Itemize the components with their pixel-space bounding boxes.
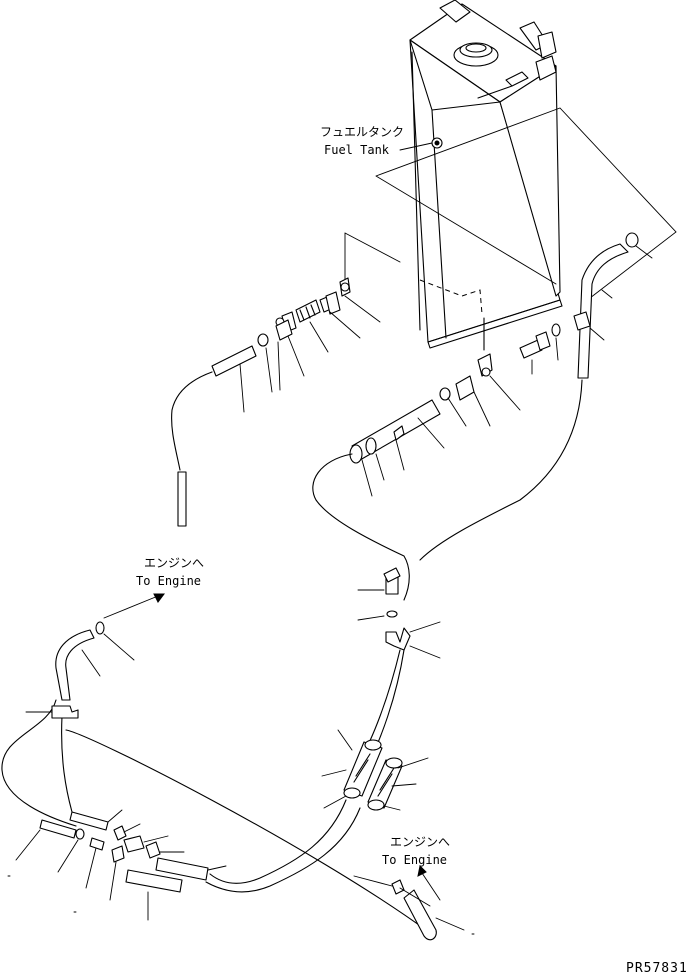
reference-plane-line (375, 107, 677, 299)
to-engine-label-bottom: エンジンへ To Engine (353, 835, 465, 941)
to-engine-bottom-jp: エンジンへ (390, 835, 450, 849)
lower-hoses (205, 649, 429, 893)
middle-clamp (357, 567, 441, 659)
bottom-fittings (15, 809, 227, 921)
drain-hose-end (177, 471, 187, 527)
fuel-tank-label-en: Fuel Tank (324, 143, 390, 157)
to-engine-bottom-en: To Engine (382, 853, 447, 867)
to-engine-top-en: To Engine (136, 574, 201, 588)
tick-marks (7, 875, 475, 935)
drain-hose (171, 371, 213, 471)
drawing-code: PR57831 (626, 961, 688, 976)
return-line-fittings (211, 277, 381, 413)
overflow-hose (419, 232, 653, 561)
fuel-tank-label-jp: フュエルタンク (320, 125, 404, 139)
to-engine-top-jp: エンジンへ (144, 556, 204, 570)
to-engine-label-top: エンジンへ To Engine (136, 556, 204, 588)
fuel-tank-label: フュエルタンク Fuel Tank (320, 125, 433, 157)
left-loop (1, 593, 427, 931)
fuel-tank (409, 0, 563, 351)
fuel-filter-assembly (312, 353, 521, 601)
hose-reference-line (344, 232, 401, 281)
